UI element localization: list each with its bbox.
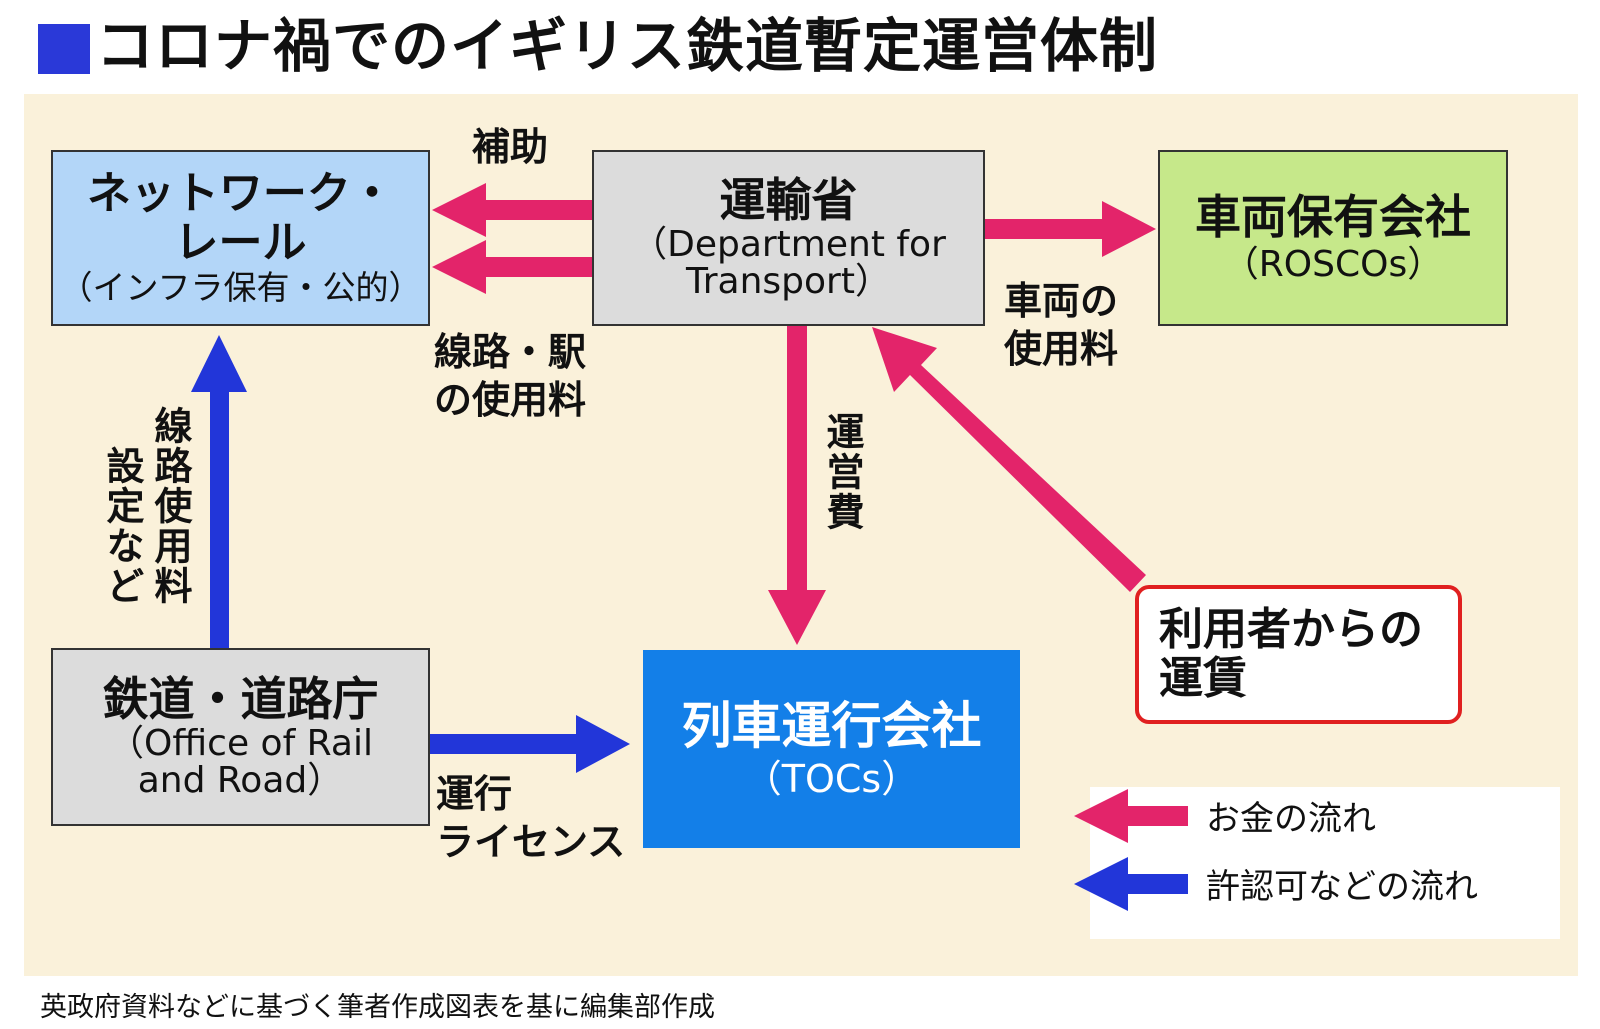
track-station-fees-label-line2: の使用料 [434,378,587,422]
legend-approval-arrow-icon [1074,857,1188,911]
tocs-sub: （TOCs） [743,756,920,801]
fares-arrow [872,327,1146,592]
title-marker [38,24,90,74]
subsidy-arrow [432,183,592,237]
rolling-stock-fees-label-line1: 車両の [1004,279,1119,323]
tocs-box: 列車運行会社 （TOCs） [643,650,1020,848]
license-arrow [430,715,630,773]
passenger-fares-box: 利用者からの 運賃 [1135,585,1462,724]
network-rail-box: ネットワーク・ レール （インフラ保有・公的） [51,150,430,326]
network-rail-name-line2: レール [174,216,307,268]
track-station-fees-label-line1: 線路・駅 [434,330,587,374]
tocs-name: 列車運行会社 [681,696,982,755]
roscos-sub: （ROSCOs） [1222,244,1444,286]
operating-license-label-line1: 運行 [436,772,513,816]
rolling-stock-fees-arrow [985,201,1156,257]
network-rail-name-line1: ネットワーク・ [86,168,395,220]
track-access-arrow [191,335,247,648]
track-access-label-line2: 設定など [100,446,144,606]
track-fees-arrow [432,240,592,294]
network-rail-sub: （インフラ保有・公的） [59,268,422,308]
track-access-label-line1: 線路使用料 [148,406,192,606]
dft-name: 運輸省 [719,172,858,227]
rolling-stock-fees-label-line2: 使用料 [1004,327,1119,371]
legend-money-flow: お金の流れ [1206,799,1376,839]
source-credit: 英政府資料などに基づく筆者作成図表を基に編集部作成 [40,992,715,1023]
orr-name: 鉄道・道路庁 [102,671,379,726]
dft-sub-line2: Transport） [686,261,891,303]
orr-sub-line2: and Road） [137,760,344,802]
subsidy-label: 補助 [472,125,549,169]
legend-money-arrow-icon [1074,789,1188,843]
orr-box: 鉄道・道路庁 （Office of Rail and Road） [51,648,430,826]
operating-costs-label: 運営費 [820,412,864,532]
passenger-fares-line2: 運賃 [1159,652,1247,704]
roscos-box: 車両保有会社 （ROSCOs） [1158,150,1508,326]
passenger-fares-line1: 利用者からの [1159,604,1423,656]
page-title: コロナ禍でのイギリス鉄道暫定運営体制 [96,12,1159,80]
orr-sub-line1: （Office of Rail [108,722,373,764]
legend: お金の流れ 許認可などの流れ [1074,787,1560,939]
dft-box: 運輸省 （Department for Transport） [592,150,985,326]
dft-sub-line1: （Department for [631,223,946,265]
operating-license-label-line2: ライセンス [436,820,626,864]
operating-costs-arrow [768,325,826,645]
roscos-name: 車両保有会社 [1195,189,1471,244]
legend-approval-flow: 許認可などの流れ [1206,867,1478,907]
